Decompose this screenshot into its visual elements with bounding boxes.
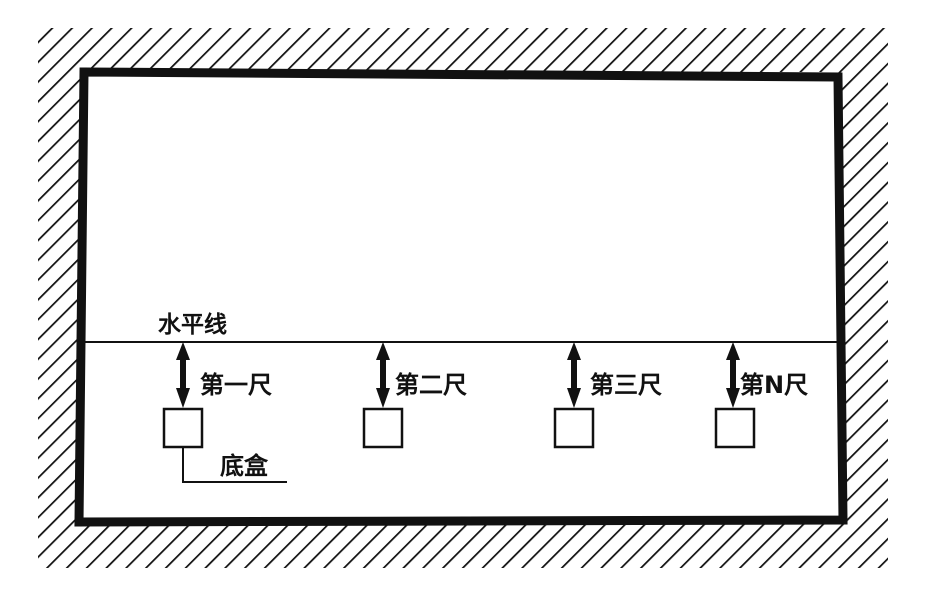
junction-box-1 [162, 407, 204, 449]
measure-3: 第三尺 [553, 342, 662, 449]
double-arrow-2 [376, 342, 390, 408]
junction-box-n [714, 407, 756, 449]
box-leader-line [182, 447, 287, 483]
measure-n: 第N尺 [714, 342, 808, 449]
measure-1: 第一尺 [162, 342, 272, 449]
double-arrow-3 [567, 342, 581, 408]
box-label: 底盒 [220, 452, 269, 480]
junction-box-3 [553, 407, 595, 449]
measure-label-3: 第三尺 [590, 371, 662, 399]
measure-2: 第二尺 [362, 342, 467, 449]
measure-label-2: 第二尺 [395, 371, 467, 399]
measure-label-n: 第N尺 [740, 371, 808, 399]
wall-frame [74, 67, 848, 527]
horizontal-line-label: 水平线 [158, 311, 227, 338]
double-arrow-1 [176, 342, 190, 408]
measure-label-1: 第一尺 [200, 371, 272, 399]
double-arrow-n [726, 342, 740, 408]
junction-box-2 [362, 407, 404, 449]
